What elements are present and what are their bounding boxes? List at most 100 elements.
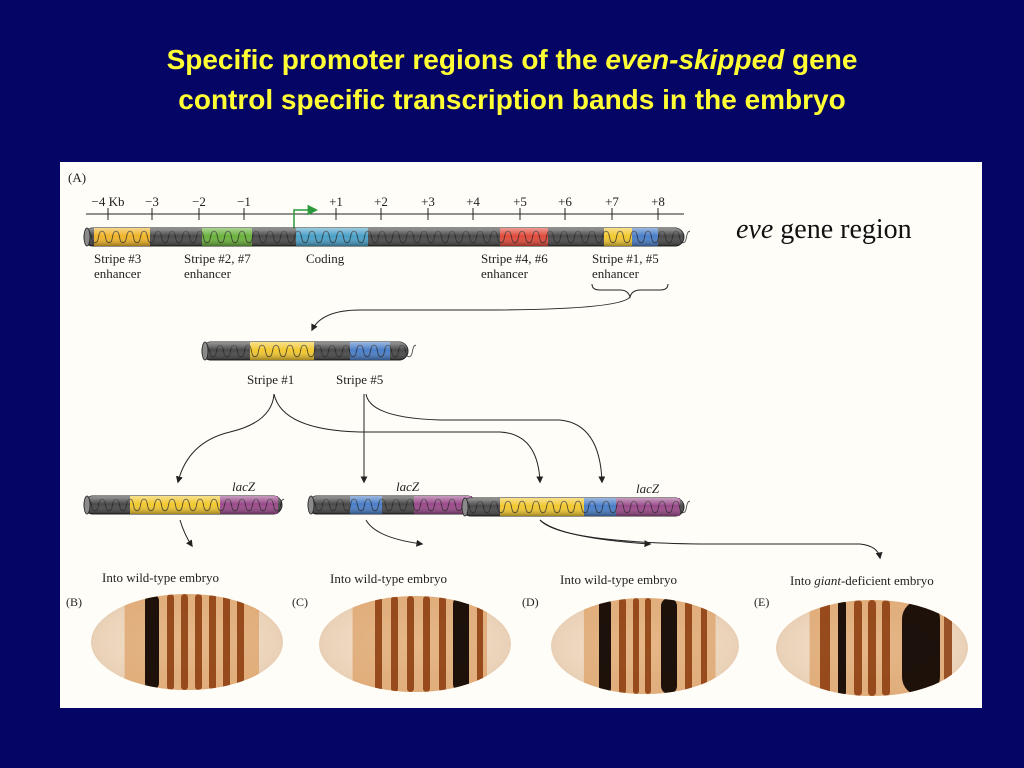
stripe	[439, 596, 446, 692]
embryo-caption-e: Into giant-deficient embryo	[790, 573, 934, 588]
region-label-stripe27: Stripe #2, #7	[184, 251, 251, 266]
stripe	[619, 598, 626, 694]
stripe	[645, 598, 651, 694]
panel-b-label: (B)	[66, 595, 82, 609]
scale-tick-label: +7	[605, 194, 619, 209]
rod-c-cap	[307, 495, 315, 515]
embryo-c	[319, 596, 511, 692]
region-label-stripe46-enhancer: enhancer	[481, 266, 529, 281]
scale-tick-label: −3	[145, 194, 159, 209]
transcription-start-arrow	[293, 204, 319, 228]
embryo-e	[776, 600, 968, 696]
region-label-coding: Coding	[306, 251, 345, 266]
stripe	[375, 596, 382, 692]
title-line-1: Specific promoter regions of the even-sk…	[0, 40, 1024, 80]
eve-figure: (A) −4 Kb−3−2−1+1+2+3+4+5+6+7+8 Stripe #…	[66, 170, 968, 696]
lacz-label-d: lacZ	[636, 481, 660, 496]
region-label-stripe27-enhancer: enhancer	[184, 266, 232, 281]
branch-arrows	[175, 393, 606, 484]
dark-stripe	[599, 598, 611, 694]
scale-tick-label: +1	[329, 194, 343, 209]
title-gene-name: even-skipped	[605, 44, 785, 75]
construct-rod-c	[307, 495, 481, 515]
bracket-arrow	[311, 296, 631, 332]
arrow-to-embryo-e	[539, 519, 883, 560]
construct-label-stripe5: Stripe #5	[336, 372, 383, 387]
stripe	[209, 594, 216, 690]
scale-ticks: −4 Kb−3−2−1+1+2+3+4+5+6+7+8	[92, 194, 665, 220]
embryo-caption-c: Into wild-type embryo	[330, 571, 447, 586]
stripe	[195, 594, 202, 690]
rod-c-shine	[308, 496, 476, 514]
construct-label-stripe1: Stripe #1	[247, 372, 294, 387]
stripe	[685, 598, 692, 694]
stripe	[423, 596, 430, 692]
scale-tick-label: +3	[421, 194, 435, 209]
dark-stripe	[661, 598, 677, 694]
main-rod-cap	[83, 227, 91, 247]
arrow-stripe1-to-rod-d	[273, 393, 544, 484]
region-label-stripe3: Stripe #3	[94, 251, 141, 266]
caption-e-post: -deficient embryo	[841, 573, 934, 588]
panel-a-label: (A)	[68, 170, 86, 185]
construct-rod-d	[461, 497, 691, 517]
arrow-to-embryo-c	[365, 519, 424, 547]
rod-d-shine	[462, 498, 684, 516]
panel-d-label: (D)	[522, 595, 539, 609]
stripe	[633, 598, 639, 694]
embryo-caption-b: Into wild-type embryo	[102, 570, 219, 585]
region-label-stripe15-enhancer: enhancer	[592, 266, 640, 281]
caption-e-pre: Into	[790, 573, 814, 588]
dark-stripe	[145, 594, 159, 690]
stripe15-construct-rod	[201, 341, 417, 361]
stripe	[407, 596, 414, 692]
embryo-images	[91, 594, 968, 696]
region-label-stripe3-enhancer: enhancer	[94, 266, 142, 281]
scale-tick-label: −1	[237, 194, 251, 209]
scale-tick-label: −4 Kb	[92, 194, 125, 209]
arrow-to-embryo-d	[539, 519, 652, 548]
panel-e-label: (E)	[754, 595, 769, 609]
stripe	[944, 600, 952, 696]
scale-tick-label: +8	[651, 194, 665, 209]
panel-c-label: (C)	[292, 595, 308, 609]
arrow-stripe5-to-rod-d	[365, 393, 606, 484]
stripe	[868, 600, 876, 696]
caption-e-gene: giant	[814, 573, 841, 588]
embryo-d	[551, 598, 739, 694]
eve-gene-region-caption: eve gene region	[736, 214, 912, 246]
embryo-b	[91, 594, 283, 690]
lacz-label-c: lacZ	[396, 479, 420, 494]
kb-scale: −4 Kb−3−2−1+1+2+3+4+5+6+7+8	[86, 194, 684, 220]
scale-tick-label: +6	[558, 194, 572, 209]
lacz-label-b: lacZ	[232, 479, 256, 494]
stripe	[223, 594, 230, 690]
eve-gene-rod	[83, 227, 691, 247]
figure-panel: (A) −4 Kb−3−2−1+1+2+3+4+5+6+7+8 Stripe #…	[60, 162, 982, 708]
stripe	[391, 596, 398, 692]
main-rod-shine	[84, 228, 684, 246]
rod-d-cap	[461, 497, 469, 517]
arrow-stripe1-to-rod-b	[175, 393, 275, 484]
stripe	[882, 600, 890, 696]
rod-b-shine	[84, 496, 282, 514]
stripe	[477, 596, 483, 692]
title-line-2: control specific transcription bands in …	[178, 84, 846, 115]
scale-tick-label: +2	[374, 194, 388, 209]
scale-tick-label: +5	[513, 194, 527, 209]
title-text-1: Specific promoter regions of the	[166, 44, 606, 75]
stripe	[167, 594, 174, 690]
region-labels: Stripe #3 enhancer Stripe #2, #7 enhance…	[94, 251, 659, 281]
eve-caption-rest: gene region	[773, 214, 912, 245]
dark-stripe	[838, 600, 846, 696]
construct-rod-shine	[202, 342, 408, 360]
construct-rod-b	[83, 495, 285, 515]
embryo-caption-d: Into wild-type embryo	[560, 572, 677, 587]
construct-rod-cap	[201, 341, 209, 361]
stripe	[237, 594, 244, 690]
title-text-2: gene	[784, 44, 858, 75]
dark-stripe	[902, 600, 940, 696]
slide-title: Specific promoter regions of the even-sk…	[0, 40, 1024, 120]
embryo-arrows	[179, 519, 883, 560]
rod-b-cap	[83, 495, 91, 515]
